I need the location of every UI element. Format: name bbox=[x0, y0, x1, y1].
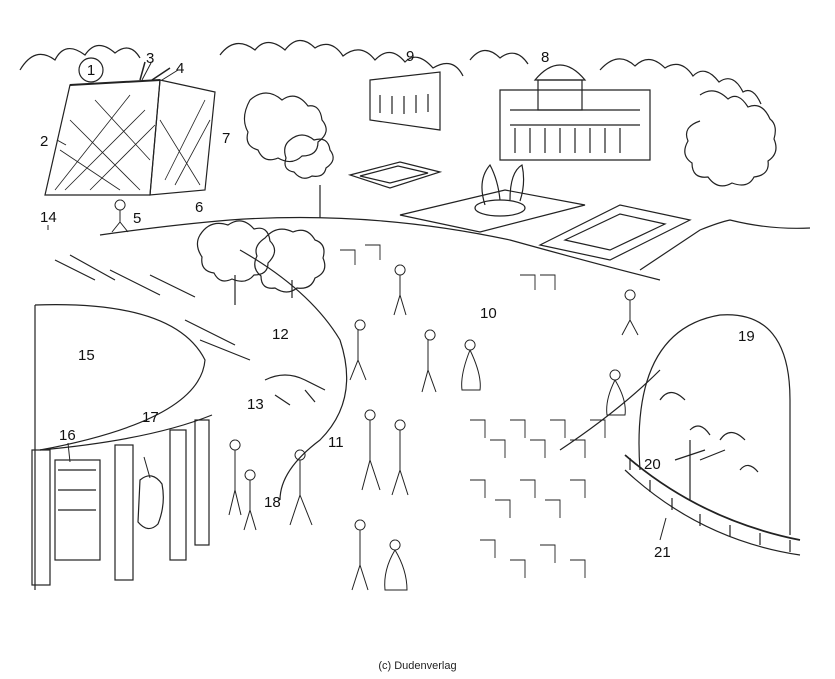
tree-canopy-background bbox=[19, 39, 777, 305]
number-10: 10 bbox=[480, 305, 497, 322]
number-20: 20 bbox=[644, 456, 661, 473]
number-8: 8 bbox=[541, 49, 549, 66]
pump-room-rotunda bbox=[31, 304, 213, 590]
number-1-circle bbox=[78, 57, 104, 83]
number-9: 9 bbox=[406, 48, 414, 65]
number-14: 14 bbox=[40, 209, 57, 226]
lounge-chairs bbox=[54, 254, 326, 406]
number-5: 5 bbox=[133, 210, 141, 227]
number-2: 2 bbox=[40, 133, 48, 150]
park-paths bbox=[99, 216, 661, 501]
number-6: 6 bbox=[195, 199, 203, 216]
kurhaus-building bbox=[369, 64, 651, 161]
number-17: 17 bbox=[142, 409, 159, 426]
number-3: 3 bbox=[146, 50, 154, 67]
number-12: 12 bbox=[272, 326, 289, 343]
number-11: 11 bbox=[328, 434, 344, 451]
number-15: 15 bbox=[78, 347, 95, 364]
leader-lines bbox=[47, 62, 667, 541]
number-18: 18 bbox=[264, 494, 281, 511]
figure-numbers: 1 2 3 4 5 6 7 8 9 10 11 12 13 14 15 16 1… bbox=[40, 48, 755, 561]
copyright-caption: (c) Dudenverlag bbox=[378, 660, 457, 672]
number-1: 1 bbox=[87, 62, 95, 79]
number-13: 13 bbox=[247, 396, 264, 413]
bandstand bbox=[624, 314, 801, 556]
number-4: 4 bbox=[176, 60, 184, 77]
number-21: 21 bbox=[654, 544, 671, 561]
fountain-garden bbox=[347, 161, 811, 271]
number-16: 16 bbox=[59, 427, 76, 444]
greenhouse bbox=[44, 61, 216, 196]
number-7: 7 bbox=[222, 130, 230, 147]
number-19: 19 bbox=[738, 328, 755, 345]
audience-chairs bbox=[340, 244, 606, 578]
visitors-figures bbox=[111, 199, 639, 591]
